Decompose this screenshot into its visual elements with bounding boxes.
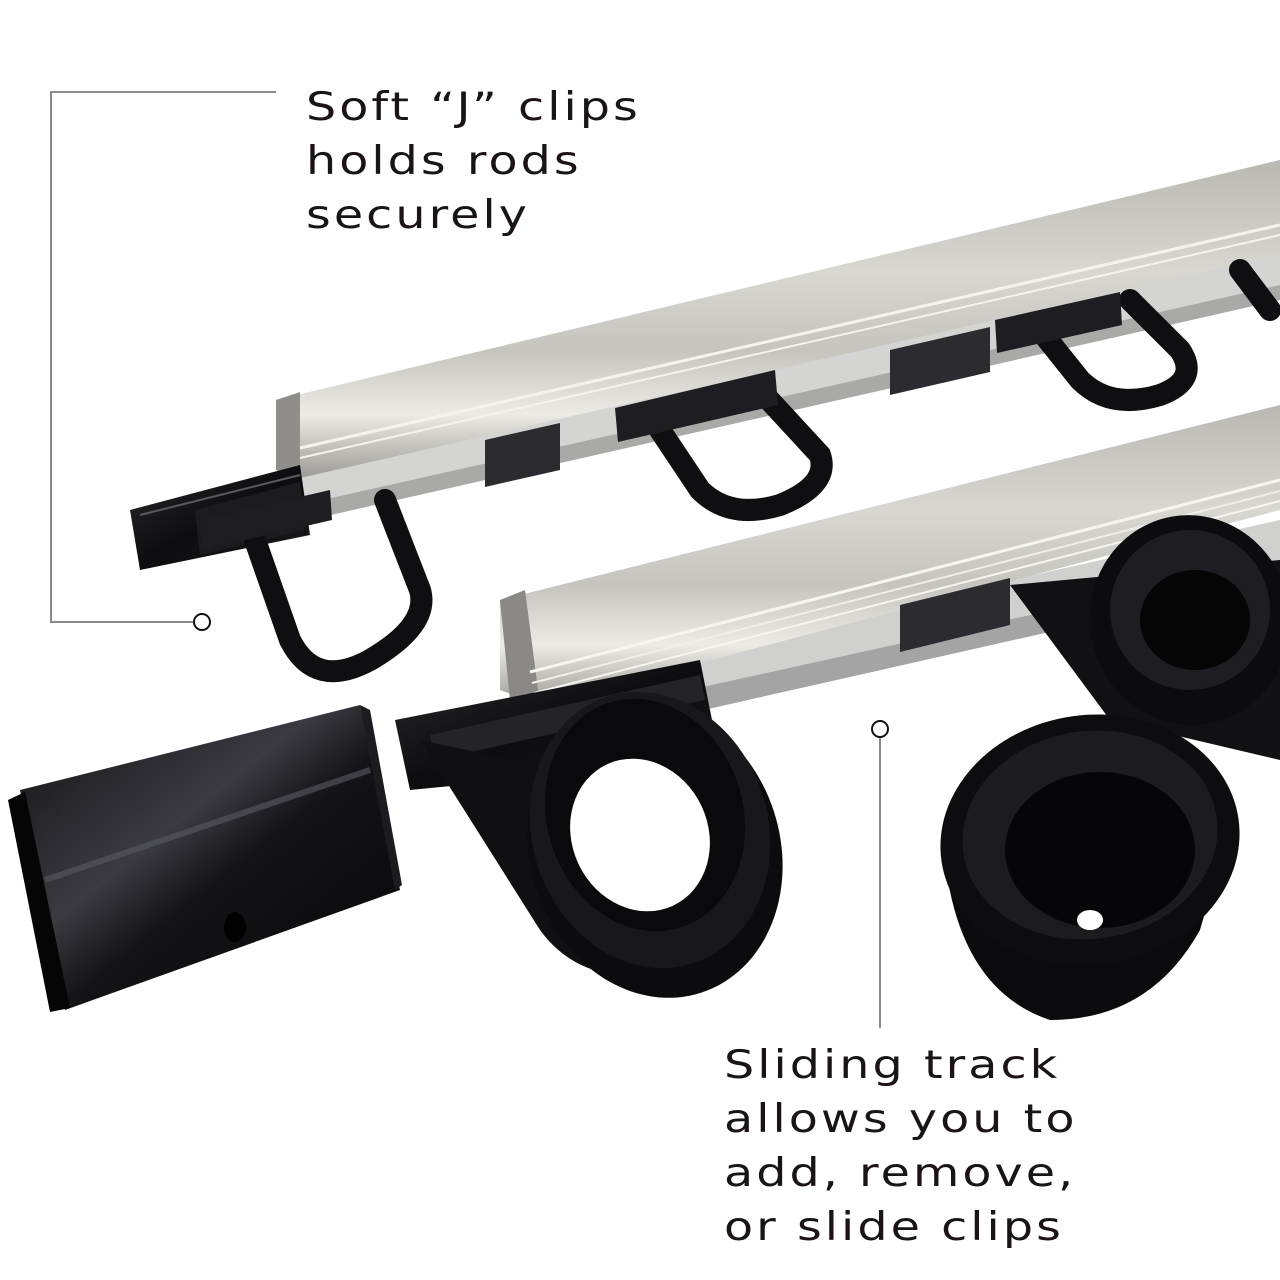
bottom-callout-text: Sliding track allows you to add, remove,… — [724, 1039, 1078, 1255]
j-clip — [244, 259, 1280, 683]
bottom-callout-line: allows you to — [724, 1097, 1078, 1142]
j-clip-mounts — [200, 292, 1122, 550]
top-callout-line: holds rods — [306, 139, 582, 184]
bottom-callout-line: or slide clips — [724, 1205, 1064, 1250]
top-callout-text: Soft “J” clips holds rods securely — [306, 81, 641, 243]
top-callout-leader-horizontal — [50, 91, 276, 93]
top-callout-line: Soft “J” clips — [306, 85, 641, 130]
bottom-callout-marker-icon — [871, 720, 889, 738]
bottom-callout-line: add, remove, — [724, 1151, 1077, 1196]
ring-holder-front — [420, 691, 783, 998]
top-callout-line: securely — [306, 193, 530, 238]
bottom-callout-leader-vertical — [879, 738, 881, 1028]
top-callout-leader-vertical — [50, 91, 52, 623]
end-cap — [8, 705, 402, 1012]
ring-holder-back — [1010, 515, 1280, 760]
top-callout-marker-icon — [193, 613, 211, 631]
top-callout-leader-bottom — [50, 621, 195, 623]
bottom-callout-line: Sliding track — [724, 1043, 1061, 1088]
rod-butt-cup — [940, 714, 1240, 1020]
